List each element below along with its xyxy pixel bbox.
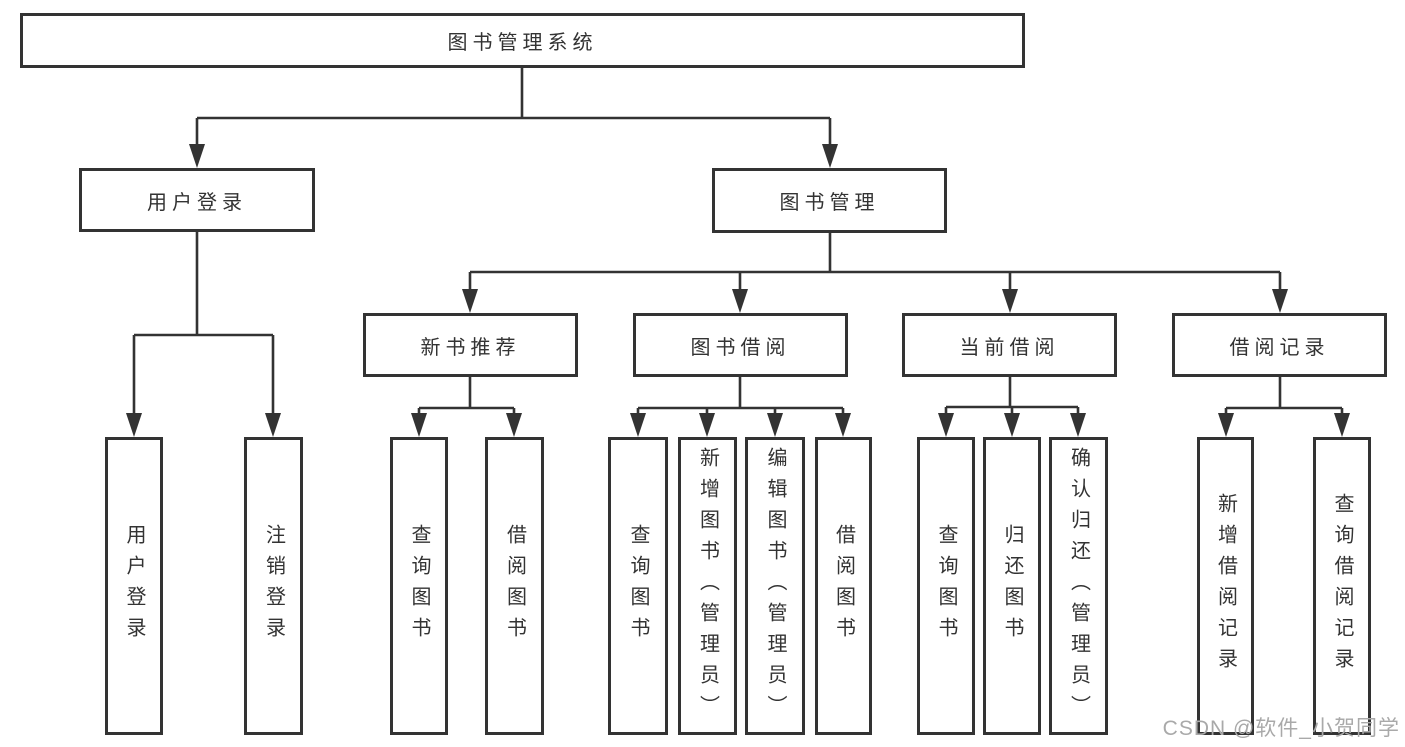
node-root-label: 图书管理系统 [447, 32, 598, 54]
leaf-edit-book-admin-label: 编辑图书（管理员） [764, 446, 786, 726]
leaf-logout-label: 注销登录 [262, 524, 285, 648]
node-user-login: 用户登录 [79, 168, 315, 232]
leaf-user-login: 用户登录 [105, 437, 163, 735]
connector-current-borrow-children [938, 377, 1086, 437]
leaf-return-book-label: 归还图书 [1001, 524, 1023, 648]
leaf-query-books-current-label: 查询图书 [935, 524, 957, 648]
connector-book-management-children [462, 233, 1288, 313]
leaf-add-borrow-record-label: 新增借阅记录 [1214, 493, 1237, 679]
node-new-book-recommend: 新书推荐 [363, 313, 578, 377]
leaf-return-book: 归还图书 [983, 437, 1041, 735]
connector-borrow-records-children [1218, 377, 1350, 437]
leaf-add-borrow-record: 新增借阅记录 [1197, 437, 1254, 735]
leaf-confirm-return-admin: 确认归还（管理员） [1049, 437, 1108, 735]
csdn-watermark: CSDN @软件_小贺同学 [1162, 717, 1400, 740]
leaf-query-books-recommend-label: 查询图书 [408, 524, 430, 648]
node-book-management: 图书管理 [712, 168, 947, 233]
leaf-query-borrow-record-label: 查询借阅记录 [1331, 493, 1353, 679]
leaf-user-login-label: 用户登录 [123, 524, 145, 648]
leaf-logout: 注销登录 [244, 437, 303, 735]
leaf-query-borrow-record: 查询借阅记录 [1313, 437, 1371, 735]
leaf-borrow-books-label: 借阅图书 [832, 524, 855, 648]
leaf-confirm-return-admin-label: 确认归还（管理员） [1067, 446, 1090, 726]
node-user-login-label: 用户登录 [147, 191, 247, 214]
connector-user-login-children [126, 232, 281, 437]
leaf-add-book-admin-label: 新增图书（管理员） [696, 446, 719, 726]
leaf-query-books-borrow-label: 查询图书 [627, 524, 649, 648]
leaf-borrow-books-recommend-label: 借阅图书 [503, 524, 526, 648]
node-book-management-label: 图书管理 [779, 192, 880, 214]
node-book-borrow-label: 图书借阅 [690, 336, 791, 359]
leaf-add-book-admin: 新增图书（管理员） [678, 437, 737, 735]
leaf-query-books-borrow: 查询图书 [608, 437, 668, 735]
leaf-query-books-recommend: 查询图书 [390, 437, 448, 735]
node-new-book-recommend-label: 新书推荐 [420, 336, 521, 359]
leaf-borrow-books: 借阅图书 [815, 437, 872, 735]
connector-new-book-rec-children [411, 377, 522, 437]
connector-root-to-level2 [189, 68, 838, 168]
node-book-borrow: 图书借阅 [633, 313, 848, 377]
connector-book-borrow-children [630, 377, 851, 437]
node-borrow-records-label: 借阅记录 [1229, 336, 1330, 359]
node-current-borrow-label: 当前借阅 [959, 336, 1060, 359]
node-root-system: 图书管理系统 [20, 13, 1025, 68]
leaf-query-books-current: 查询图书 [917, 437, 975, 735]
leaf-borrow-books-recommend: 借阅图书 [485, 437, 544, 735]
node-current-borrow: 当前借阅 [902, 313, 1117, 377]
node-borrow-records: 借阅记录 [1172, 313, 1387, 377]
leaf-edit-book-admin: 编辑图书（管理员） [745, 437, 805, 735]
